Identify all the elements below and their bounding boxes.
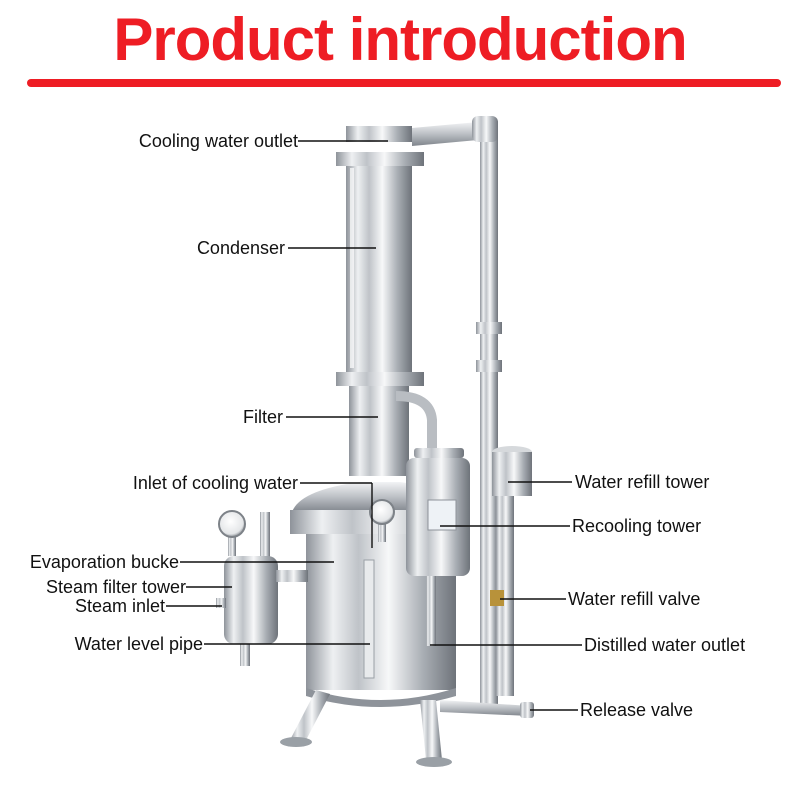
steam-filter-tower [216, 510, 308, 666]
label-water-refill-valve: Water refill valve [568, 589, 701, 609]
page-title: Product introduction [113, 6, 687, 73]
water-refill-tower [440, 446, 534, 718]
label-recooling-tower: Recooling tower [572, 516, 702, 536]
label-filter: Filter [243, 407, 283, 427]
title-underline [27, 79, 781, 87]
label-evaporation-bucket: Evaporation bucke [29, 552, 179, 572]
label-cooling-water-outlet: Cooling water outlet [138, 131, 298, 151]
label-water-refill-tower: Water refill tower [575, 472, 710, 492]
cooling-return-pipe [412, 116, 502, 708]
label-condenser: Condenser [196, 238, 285, 258]
label-steam-filter-tower: Steam filter tower [45, 577, 186, 597]
label-water-level-pipe: Water level pipe [74, 634, 203, 654]
label-inlet-cooling-water: Inlet of cooling water [132, 473, 298, 493]
leader-lines [166, 140, 582, 711]
condenser-column [336, 126, 437, 476]
label-steam-inlet: Steam inlet [74, 596, 165, 616]
label-release-valve: Release valve [580, 700, 694, 720]
label-distilled-water-outlet: Distilled water outlet [584, 635, 746, 655]
recooling-tower [406, 448, 470, 646]
